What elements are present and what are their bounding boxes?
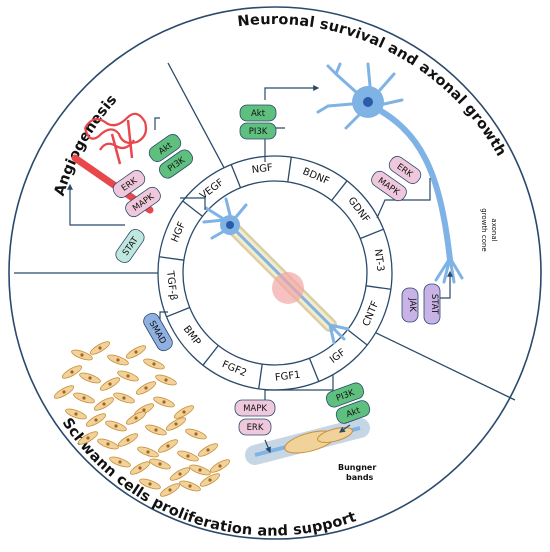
schwann-cell-nucleus [142, 408, 146, 412]
growth-factor-label: TGF-β [164, 269, 179, 301]
ring-divider [166, 306, 190, 318]
svg-text:MAPK: MAPK [243, 404, 267, 414]
schwann-cell-nucleus [88, 376, 92, 380]
pill-pi3k-top: PI3K [239, 122, 277, 140]
schwann-cell-nucleus [146, 450, 150, 454]
ring-divider [159, 256, 184, 261]
schwann-cell-nucleus [134, 350, 138, 354]
schwann-cell-nucleus [198, 468, 202, 472]
growth-factor-label: NT-3 [372, 248, 386, 272]
ring-divider [202, 345, 219, 366]
schwann-cell-nucleus [116, 358, 120, 362]
neuron-growth-cone: axonal growth cone [316, 62, 498, 284]
schwann-cell-nucleus [168, 488, 172, 492]
pill-erk-bottom: ERK [238, 418, 272, 436]
svg-text:Akt: Akt [345, 406, 362, 420]
schwann-cell-nucleus [102, 402, 106, 406]
schwann-cell-nucleus [94, 418, 98, 422]
schwann-cell-nucleus [186, 454, 190, 458]
pill-akt-top: Akt [239, 104, 277, 122]
pill-pi3k-bottom: PI3K [325, 382, 365, 408]
schwann-cell-nucleus [148, 482, 152, 486]
schwann-cells [53, 341, 231, 497]
schwann-cell-nucleus [126, 438, 130, 442]
schwann-cell-nucleus [108, 382, 112, 386]
pill-akt-bottom: Akt [335, 400, 371, 424]
schwann-cell-nucleus [98, 346, 102, 350]
label-bungner: Bungner [338, 463, 376, 472]
schwann-cell-nucleus [158, 462, 162, 466]
schwann-cell-nucleus [154, 428, 158, 432]
schwann-cell-nucleus [118, 460, 122, 464]
injury-site [272, 272, 304, 304]
svg-text:PI3K: PI3K [249, 127, 268, 137]
schwann-cell-nucleus [162, 400, 166, 404]
schwann-cell-nucleus [152, 362, 156, 366]
label-bands: bands [346, 473, 374, 482]
schwann-cell-nucleus [122, 396, 126, 400]
ring-divider [230, 164, 242, 188]
pill-mapk-bottom: MAPK [234, 399, 276, 417]
schwann-cell-nucleus [70, 370, 74, 374]
divider-angiogenesis [167, 62, 230, 178]
schwann-cell-nucleus [106, 442, 110, 446]
pill-akt-left: Akt [148, 134, 182, 162]
schwann-cell-nucleus [194, 432, 198, 436]
schwann-cell-nucleus [86, 436, 90, 440]
ring-divider [331, 180, 348, 201]
growth-factor-label: FGF1 [274, 370, 301, 384]
svg-text:STAT: STAT [429, 294, 439, 315]
central-neuron [202, 197, 350, 345]
schwann-cell-nucleus [144, 386, 148, 390]
ring-divider [182, 200, 203, 217]
growth-factor-label: NGF [251, 163, 273, 177]
schwann-cell-nucleus [166, 444, 170, 448]
schwann-cell-nucleus [134, 416, 138, 420]
ring-divider [360, 228, 384, 240]
schwann-cell-nucleus [80, 353, 84, 357]
svg-text:JAK: JAK [407, 297, 417, 312]
schwann-cell-nucleus [206, 448, 210, 452]
schwann-cell-nucleus [126, 374, 130, 378]
schwann-cell-nucleus [164, 378, 168, 382]
schwann-cell-nucleus [114, 424, 118, 428]
outer-circle [8, 6, 542, 540]
schwann-cell-nucleus [208, 478, 212, 482]
pill-pi3k-left: PI3K [159, 149, 193, 179]
bungner-bands: Bungner bands [245, 418, 376, 482]
schwann-cell-nucleus [178, 472, 182, 476]
label-growth-cone: growth cone [480, 208, 488, 251]
schwann-cell-nucleus [218, 464, 222, 468]
section-title-neuronal: Neuronal survival and axonal growth [237, 12, 509, 159]
schwann-cell-nucleus [182, 410, 186, 414]
schwann-cell-nucleus [138, 466, 142, 470]
label-axonal: axonal [490, 218, 498, 241]
pill-stat-left: STAT [115, 229, 145, 263]
divider-neuronal [369, 329, 516, 401]
svg-text:ERK: ERK [247, 423, 264, 433]
schwann-cell-nucleus [174, 422, 178, 426]
pill-erk-right: ERK [388, 156, 422, 184]
schwann-cell-nucleus [74, 412, 78, 416]
ring-divider [308, 358, 320, 382]
ring-divider [287, 157, 292, 182]
svg-text:Akt: Akt [251, 109, 266, 119]
ring-divider [258, 364, 263, 389]
pill-jak: JAK [401, 287, 419, 323]
pill-stat-right: STAT [423, 283, 441, 325]
schwann-cell-nucleus [188, 484, 192, 488]
ring-divider [366, 285, 391, 290]
schwann-cell-nucleus [82, 396, 86, 400]
ring-divider [347, 329, 368, 346]
schwann-cell-nucleus [62, 390, 66, 394]
pill-erk-left: ERK [112, 170, 146, 198]
